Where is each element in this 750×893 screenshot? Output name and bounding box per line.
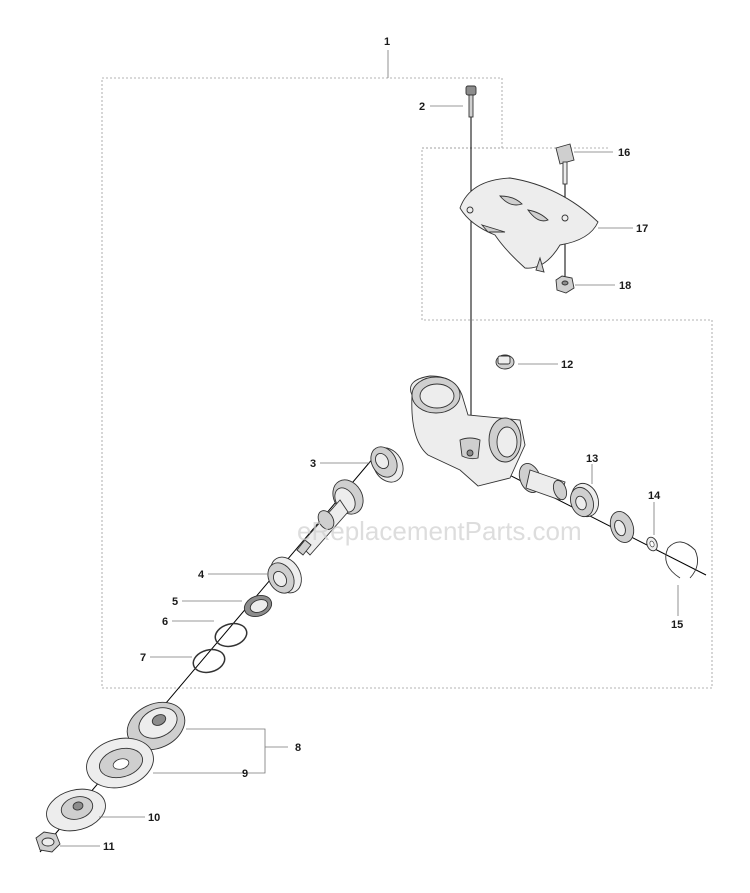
- callout-12: 12: [561, 359, 573, 371]
- callout-6: 6: [162, 616, 168, 628]
- callout-15: 15: [671, 619, 683, 631]
- bearing-13-part: [570, 482, 599, 518]
- watermark-text: eReplacementParts.com: [297, 516, 582, 546]
- flange-8-part: [126, 701, 186, 751]
- callout-9: 9: [242, 768, 248, 780]
- bearing-4-part: [267, 556, 302, 594]
- callout-2: 2: [419, 101, 425, 113]
- plug-part: [495, 354, 515, 370]
- callout-3: 3: [310, 458, 316, 470]
- screw-part: [465, 85, 477, 118]
- callout-14: 14: [648, 490, 661, 502]
- callout-11: 11: [103, 841, 115, 853]
- spindle-gear-part: [518, 463, 568, 501]
- callout-17: 17: [636, 223, 648, 235]
- retaining-ring-6-part: [214, 622, 248, 648]
- washer-10-part: [46, 788, 106, 832]
- nut-part: [555, 275, 575, 294]
- callout-1: 1: [384, 36, 390, 48]
- callout-7: 7: [140, 652, 146, 664]
- clamp-plate-part: [459, 177, 599, 273]
- support-cup-9-part: [86, 737, 154, 789]
- bearing-upper-part: [370, 446, 404, 483]
- callout-10: 10: [148, 812, 160, 824]
- assembly-boundary: [101, 77, 713, 689]
- nut-11-part: [35, 831, 61, 853]
- callout-13: 13: [586, 453, 598, 465]
- seal-ring-part: [609, 511, 635, 543]
- washer-14-part: [646, 536, 658, 552]
- callout-5: 5: [172, 596, 178, 608]
- drive-shaft-gear-part: [296, 479, 364, 556]
- callout-16: 16: [618, 147, 630, 159]
- leader-8-9: [153, 728, 266, 774]
- callout-8: 8: [295, 742, 301, 754]
- circlip-part: [665, 541, 699, 579]
- gear-housing-part: [410, 375, 526, 487]
- callout-18: 18: [619, 280, 631, 292]
- retaining-ring-7-part: [192, 648, 226, 674]
- callout-4: 4: [198, 569, 205, 581]
- seal-5-part: [243, 595, 273, 617]
- clamp-screw-part: [555, 143, 575, 185]
